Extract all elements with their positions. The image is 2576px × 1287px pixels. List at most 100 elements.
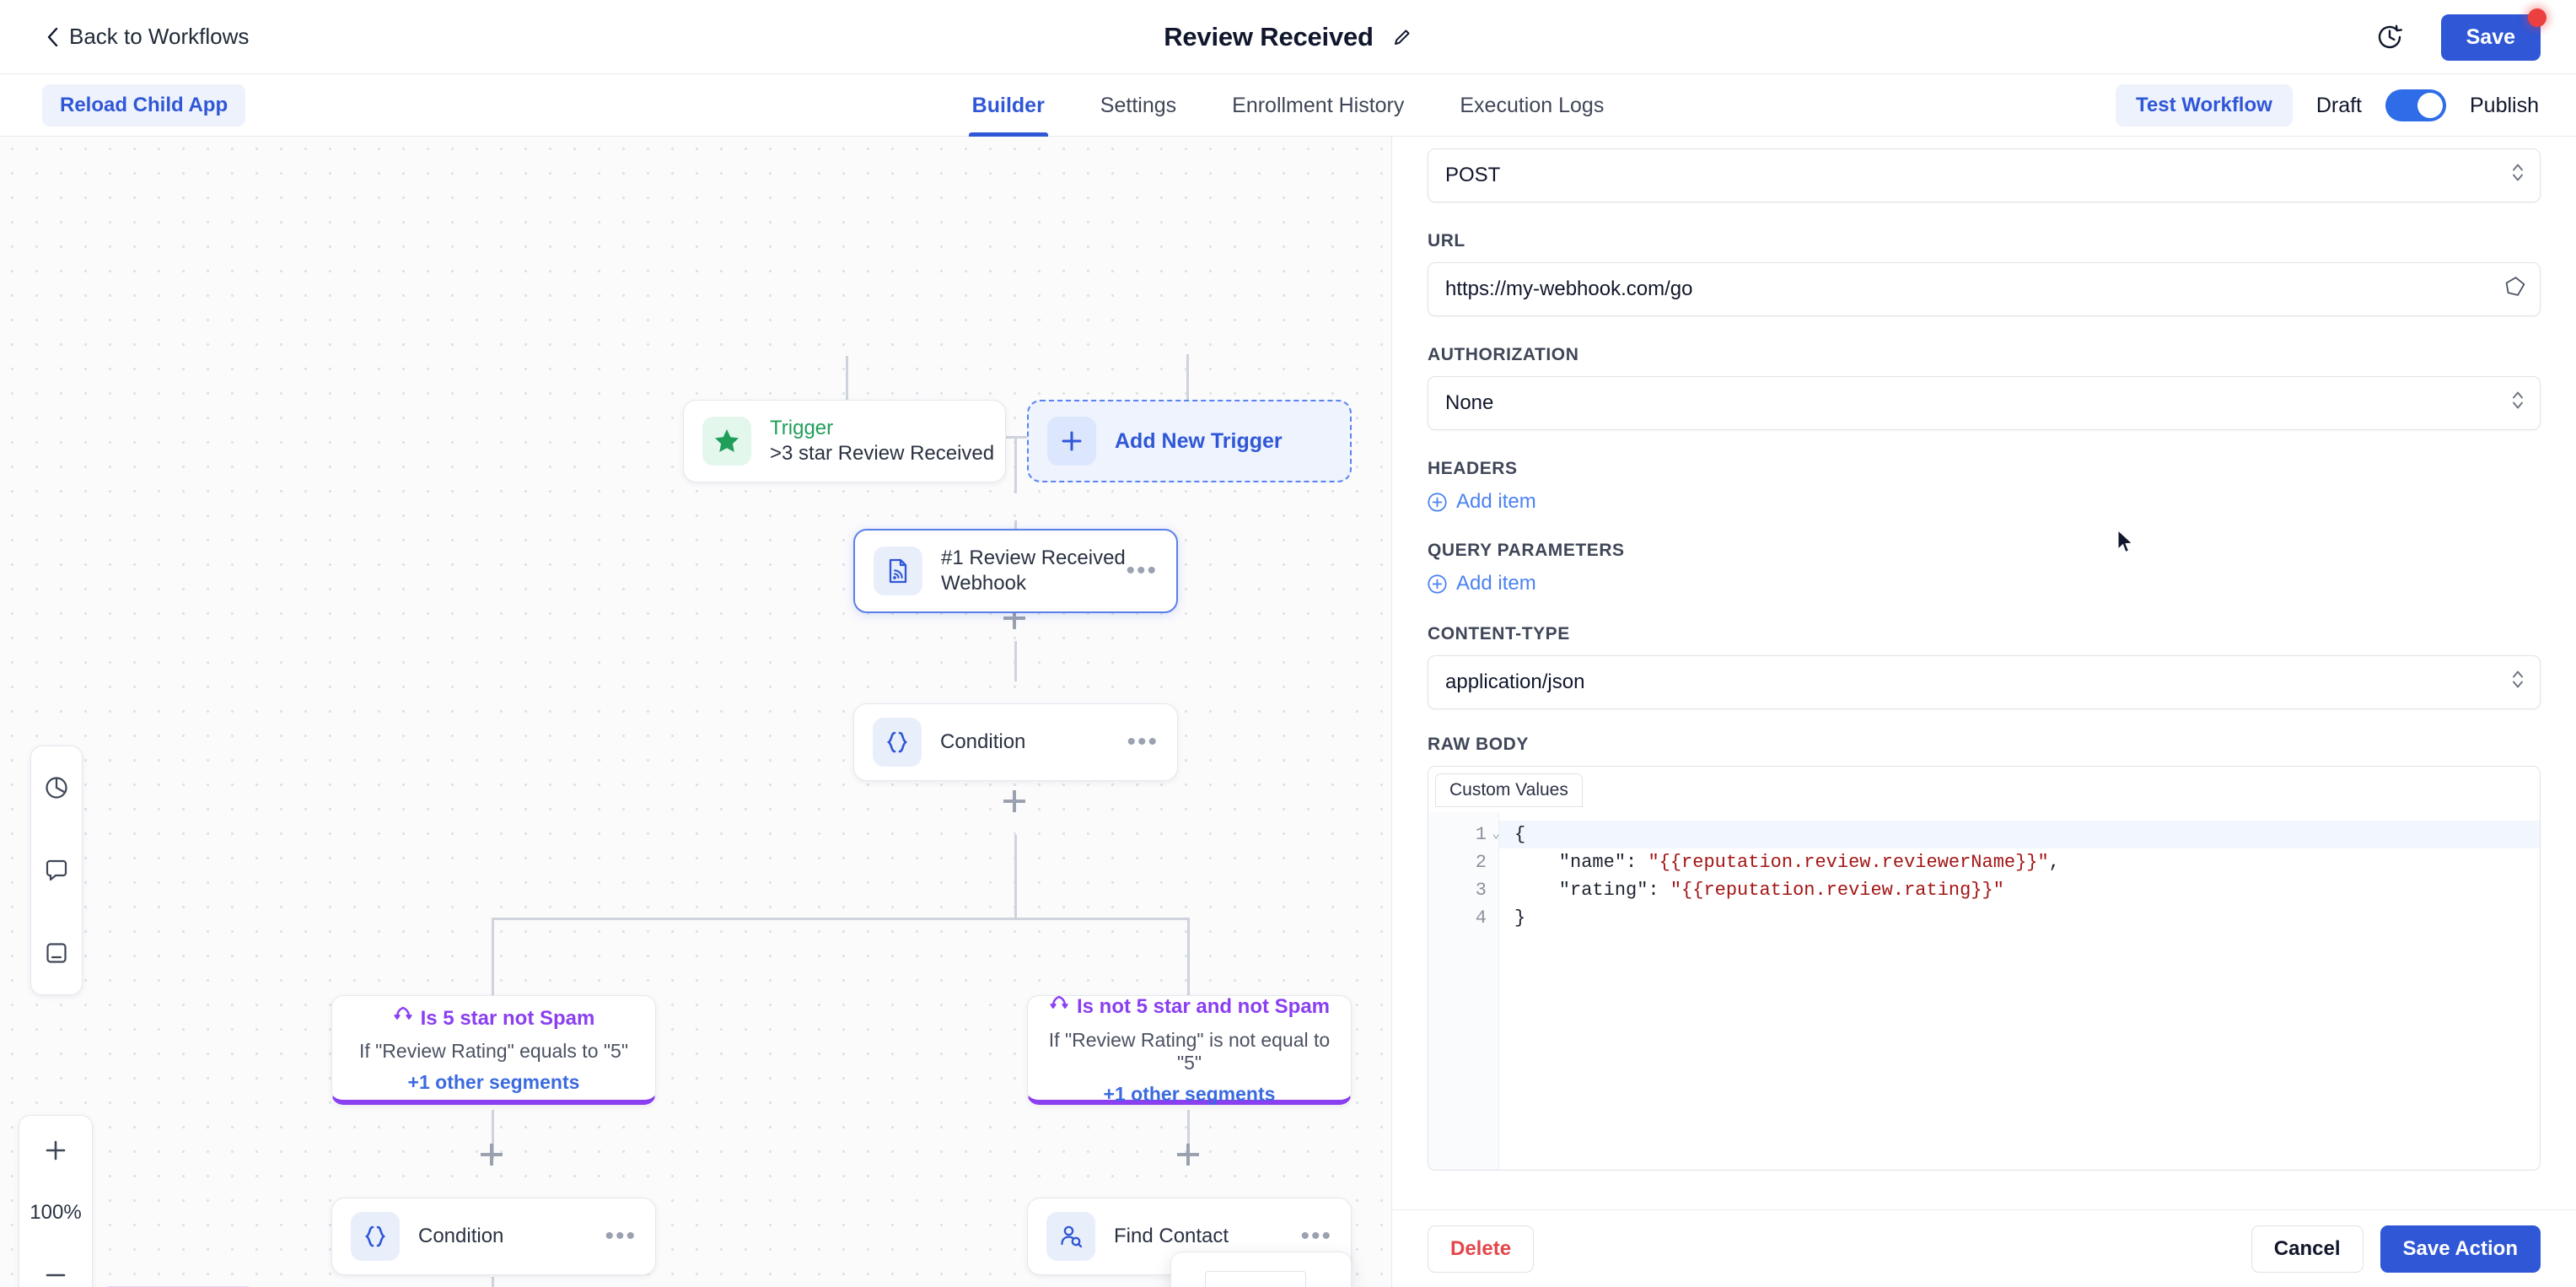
http-method-select[interactable]: POST	[1428, 148, 2541, 202]
pie-chart-icon[interactable]	[30, 746, 83, 829]
code-editor-area[interactable]: 1⌄ 2 3 4 { "name": "{{reputation.review.…	[1428, 812, 2540, 1170]
find-contact-node-text: Find Contact	[1114, 1224, 1300, 1249]
custom-values-tab[interactable]: Custom Values	[1435, 773, 1583, 807]
reload-child-app-button[interactable]: Reload Child App	[42, 83, 246, 127]
comment-icon[interactable]	[30, 829, 83, 912]
test-workflow-button[interactable]: Test Workflow	[2116, 84, 2293, 127]
find-contact-node-label: Find Contact	[1114, 1225, 1229, 1248]
page-title: Review Received	[1164, 22, 1374, 51]
add-step-plus-4[interactable]	[1177, 1144, 1199, 1166]
pencil-icon[interactable]	[1392, 27, 1412, 47]
segment-right-title: Is not 5 star and not Spam	[1076, 995, 1331, 1018]
condition-node-top-menu-icon[interactable]: •••	[1127, 728, 1159, 756]
line-number: 4	[1475, 907, 1487, 929]
add-step-plus-1[interactable]	[1003, 607, 1025, 629]
headers-add-item-label: Add item	[1456, 490, 1536, 513]
code-string: "{{reputation.review.rating}}"	[1670, 880, 2004, 901]
webhook-node[interactable]: #1 Review Received Webhook •••	[853, 529, 1178, 613]
circle-plus-icon	[1428, 573, 1447, 594]
trigger-node-label: Trigger	[770, 417, 834, 440]
code-line: {	[1499, 821, 2540, 848]
tab-settings[interactable]: Settings	[1100, 93, 1177, 117]
cancel-button[interactable]: Cancel	[2251, 1225, 2364, 1273]
authorization-value: None	[1445, 391, 1494, 414]
trigger-node-description: >3 star Review Received	[770, 442, 995, 465]
delete-button[interactable]: Delete	[1428, 1225, 1535, 1273]
chevron-updown-icon	[2511, 162, 2525, 190]
webhook-node-text: #1 Review Received Webhook	[941, 546, 1126, 595]
save-button[interactable]: Save	[2440, 8, 2546, 61]
tab-builder[interactable]: Builder	[968, 74, 1048, 137]
code-string: "{{reputation.review.reviewerName}}"	[1648, 852, 2049, 873]
tab-bar: Reload Child App Builder Settings Enroll…	[0, 74, 2576, 137]
headers-add-item-button[interactable]: Add item	[1428, 490, 2541, 514]
url-input[interactable]: https://my-webhook.com/go	[1428, 262, 2541, 316]
content-type-field-label: CONTENT-TYPE	[1428, 624, 1570, 644]
condition-node-top[interactable]: Condition •••	[853, 703, 1178, 781]
query-parameters-section-label: QUERY PARAMETERS	[1428, 541, 1625, 560]
query-parameters-add-item-label: Add item	[1456, 572, 1536, 595]
segment-left-title: Is 5 star not Spam	[420, 1006, 595, 1030]
segment-right-other-segments-link[interactable]: +1 other segments	[1103, 1082, 1276, 1105]
find-contact-node-menu-icon[interactable]: •••	[1300, 1222, 1332, 1250]
circle-plus-icon	[1428, 492, 1447, 512]
trigger-node-text: Trigger >3 star Review Received	[770, 416, 1005, 466]
panel-footer: Delete Cancel Save Action	[1392, 1209, 2576, 1287]
save-action-button[interactable]: Save Action	[2380, 1225, 2541, 1273]
add-step-plus-3[interactable]	[481, 1144, 503, 1166]
segment-node-is-5-star[interactable]: Is 5 star not Spam If "Review Rating" eq…	[331, 995, 656, 1105]
zoom-out-button[interactable]	[19, 1241, 93, 1287]
tab-enrollment-history[interactable]: Enrollment History	[1232, 93, 1405, 117]
webhook-node-menu-icon[interactable]: •••	[1126, 557, 1158, 584]
condition-node-left-menu-icon[interactable]: •••	[605, 1222, 637, 1250]
http-method-value: POST	[1445, 164, 1501, 186]
query-parameters-add-item-button[interactable]: Add item	[1428, 572, 2541, 595]
panel-footer-actions: Cancel Save Action	[2251, 1225, 2541, 1273]
history-clock-icon[interactable]	[2375, 23, 2404, 51]
edge-row-bridge	[846, 436, 1188, 439]
condition-node-top-label: Condition	[940, 730, 1026, 754]
add-new-trigger-node[interactable]: Add New Trigger	[1027, 400, 1352, 482]
zoom-in-button[interactable]	[19, 1116, 93, 1185]
edge-seg-left-down	[492, 1110, 494, 1159]
star-icon	[702, 417, 751, 466]
publish-toggle[interactable]	[2385, 89, 2446, 121]
raw-body-section-label: RAW BODY	[1428, 735, 1529, 754]
line-number: 2	[1475, 852, 1487, 873]
branch-icon	[1049, 994, 1069, 1020]
action-settings-panel: POST URL https://my-webhook.com/go AUTHO…	[1391, 137, 2576, 1287]
trigger-node[interactable]: Trigger >3 star Review Received	[683, 400, 1006, 482]
page-title-group: Review Received	[0, 0, 2576, 74]
fold-arrow-icon[interactable]: ⌄	[1492, 827, 1500, 842]
content-type-select[interactable]: application/json	[1428, 655, 2541, 709]
edge-split-horizontal	[492, 918, 1190, 920]
workflow-canvas[interactable]: Trigger >3 star Review Received Add New …	[0, 137, 1391, 1287]
chevron-updown-icon	[2511, 390, 2525, 417]
add-new-trigger-label: Add New Trigger	[1115, 428, 1283, 453]
segment-right-title-row: Is not 5 star and not Spam	[1049, 994, 1330, 1020]
chevron-left-icon	[47, 27, 58, 46]
sticky-note-icon[interactable]	[30, 912, 83, 994]
segment-left-subtitle: If "Review Rating" equals to "5"	[358, 1040, 629, 1062]
authorization-select[interactable]: None	[1428, 376, 2541, 430]
add-step-plus-2[interactable]	[1003, 790, 1025, 812]
zoom-level-label[interactable]: 100%	[30, 1201, 82, 1224]
back-to-workflows-link[interactable]: Back to Workflows	[47, 24, 249, 50]
code-lines[interactable]: { "name": "{{reputation.review.reviewerN…	[1499, 812, 2540, 1170]
branch-icon	[393, 1005, 413, 1031]
tag-icon[interactable]	[2504, 276, 2526, 304]
tab-execution-logs[interactable]: Execution Logs	[1460, 93, 1605, 117]
condition-node-left[interactable]: Condition •••	[331, 1198, 656, 1275]
code-line: }	[1514, 907, 1526, 929]
segment-left-title-row: Is 5 star not Spam	[393, 1005, 595, 1031]
save-button-label: Save	[2466, 24, 2515, 49]
draft-label: Draft	[2315, 93, 2362, 117]
webhook-node-line2: Webhook	[941, 572, 1026, 595]
raw-body-code-editor[interactable]: Custom Values 1⌄ 2 3 4 { "name": "{{repu…	[1428, 766, 2541, 1171]
back-to-workflows-label: Back to Workflows	[69, 24, 250, 49]
top-header-bar: Back to Workflows Review Received Save	[0, 0, 2576, 74]
canvas-side-tools	[30, 746, 83, 995]
segment-left-other-segments-link[interactable]: +1 other segments	[407, 1071, 580, 1093]
segment-node-is-not-5-star[interactable]: Is not 5 star and not Spam If "Review Ra…	[1027, 995, 1352, 1105]
